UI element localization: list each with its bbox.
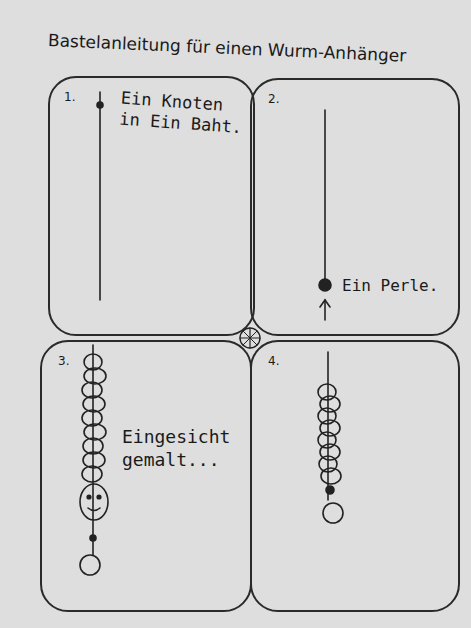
center-ornament [243,331,257,345]
bead-oval [82,466,102,482]
eye [87,495,91,499]
knot-dot [97,102,103,108]
string-line [92,345,94,555]
step-panel: 4. [250,340,460,612]
string-line [324,110,326,280]
bead-oval [321,468,341,484]
step-number: 1. [64,90,94,105]
bead-oval [319,456,337,472]
step-number: 2. [268,92,298,107]
step-caption: Ein Knoten in Ein Baht. [119,88,248,139]
face-oval [80,484,108,520]
string-line [99,92,101,300]
end-bead [323,503,343,523]
step-number: 3. [58,354,88,369]
string-line [327,352,329,500]
bead-oval [318,384,336,400]
end-bead [80,555,100,575]
knot-dot [90,535,96,541]
step-panel: 2. Ein Perle. [250,78,460,336]
step-panel: 3. Eingesicht gemalt... [40,340,252,612]
bead-oval [318,432,336,448]
step-panel: 1. Ein Knoten in Ein Baht. [48,76,255,336]
bead-oval [318,408,336,424]
bead [319,279,331,291]
arrow-head [320,300,330,307]
center-ornament [243,331,257,345]
mouth [88,508,100,511]
center-ornament [240,328,260,348]
bead [326,486,334,494]
page-title: Bastelanleitung für einen Wurm-Anhänger [48,30,407,66]
step-caption: Ein Perle. [342,276,452,296]
step-caption: Eingesicht gemalt... [122,426,244,471]
step-number: 4. [268,354,298,369]
eye [97,495,101,499]
arrow-line [324,300,326,320]
